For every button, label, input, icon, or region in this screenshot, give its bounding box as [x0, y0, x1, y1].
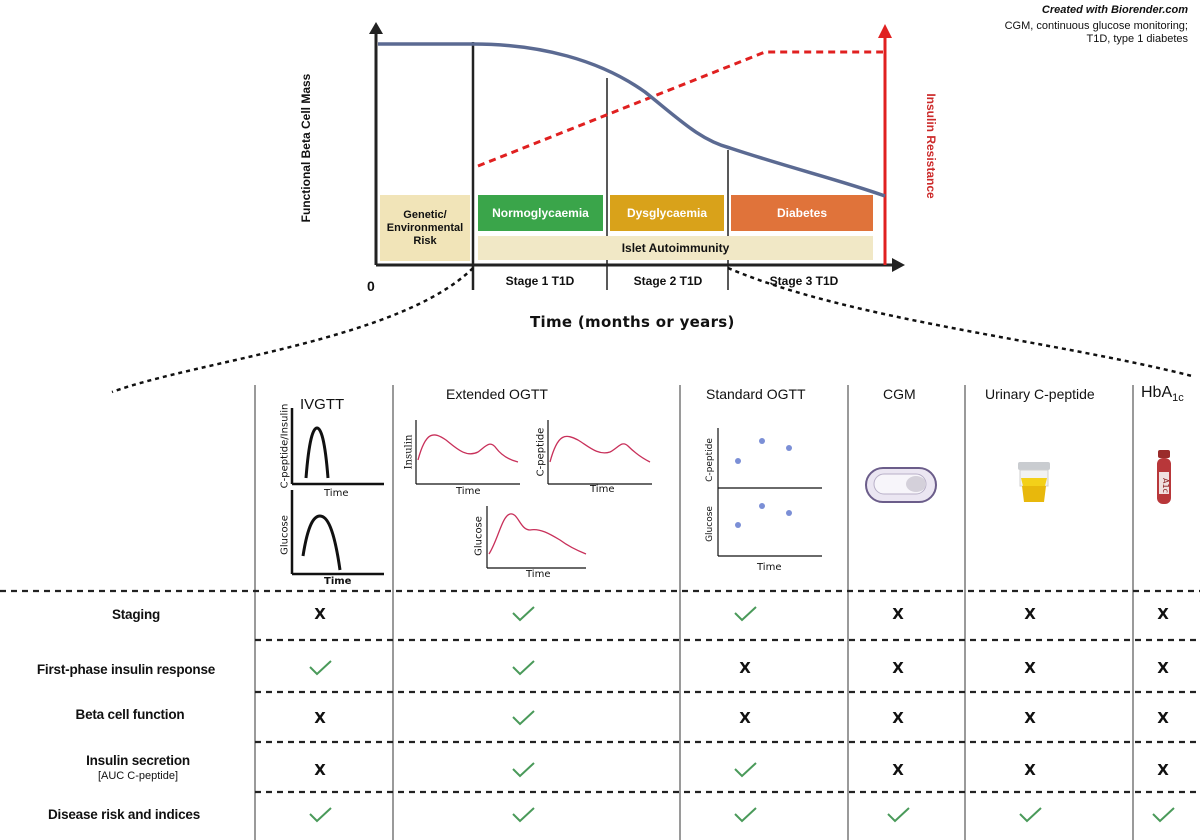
- checkmark-icon: [883, 805, 913, 825]
- genetic-risk-box: Genetic/ Environmental Risk: [380, 195, 470, 261]
- ext-ogtt-time-label-2: Time: [590, 484, 615, 495]
- checkmark-glyph: [1152, 807, 1175, 823]
- column-header-urinary-cpeptide: Urinary C-peptide: [985, 386, 1095, 402]
- biorender-credit: Created with Biorender.com: [1041, 4, 1188, 16]
- checkmark-glyph: [512, 710, 535, 726]
- hba1c-subscript: 1c: [1172, 392, 1184, 405]
- diabetes-box: Diabetes: [731, 195, 873, 231]
- checkmark-icon: [1015, 805, 1045, 825]
- blood-vial-icon: [1157, 450, 1171, 504]
- cgm-device-icon: [865, 467, 937, 503]
- x-mark-icon: X: [892, 605, 904, 623]
- checkmark-icon: [508, 805, 538, 825]
- checkmark-glyph: [734, 762, 757, 778]
- x-mark-icon: X: [314, 761, 326, 779]
- column-separators: [254, 385, 1134, 840]
- checkmark-glyph: [887, 807, 910, 823]
- checkmark-glyph: [512, 660, 535, 676]
- column-header-standard-ogtt: Standard OGTT: [706, 386, 806, 402]
- checkmark-glyph: [512, 807, 535, 823]
- checkmark-glyph: [734, 807, 757, 823]
- abbreviation-line-2: T1D, type 1 diabetes: [1086, 33, 1188, 45]
- urine-sample-icon: [1018, 462, 1050, 502]
- checkmark-icon: [508, 658, 538, 678]
- checkmark-glyph: [734, 606, 757, 622]
- std-ogtt-time-label: Time: [757, 562, 782, 573]
- std-ogtt-plot: [717, 428, 822, 557]
- x-mark-icon: X: [739, 709, 751, 727]
- checkmark-icon: [730, 805, 760, 825]
- ext-ogtt-time-label-1: Time: [456, 486, 481, 497]
- x-mark-icon: X: [1157, 761, 1169, 779]
- row-label-first-phase: First-phase insulin response: [36, 662, 216, 677]
- ext-ogtt-glucose-plot: [486, 506, 587, 569]
- row-label-staging: Staging: [111, 607, 161, 622]
- abbreviation-note: CGM, continuous glucose monitoring; T1D,…: [948, 20, 1188, 46]
- x-mark-icon: X: [1024, 659, 1036, 677]
- checkmark-glyph: [1019, 807, 1042, 823]
- x-mark-icon: X: [1024, 605, 1036, 623]
- checkmark-icon: [305, 658, 335, 678]
- ivgtt-time-label-2: Time: [324, 576, 352, 587]
- column-header-extended-ogtt: Extended OGTT: [446, 386, 548, 402]
- checkmark-glyph: [512, 762, 535, 778]
- zoom-line-left: [111, 267, 474, 394]
- y-axis-right-arrow: [878, 24, 892, 38]
- checkmark-glyph: [309, 807, 332, 823]
- ext-ogtt-cpeptide-plot: [547, 420, 652, 485]
- progression-diagram: [111, 22, 1193, 394]
- ivgtt-time-label-1: Time: [324, 488, 349, 499]
- checkmark-icon: [730, 760, 760, 780]
- x-mark-icon: X: [892, 709, 904, 727]
- checkmark-glyph: [309, 660, 332, 676]
- x-mark-icon: X: [314, 709, 326, 727]
- x-mark-icon: X: [314, 605, 326, 623]
- insulin-resistance-line: [477, 50, 883, 168]
- row-label-disease-risk: Disease risk and indices: [47, 807, 201, 822]
- dysglycaemia-box: Dysglycaemia: [610, 195, 724, 231]
- x-mark-icon: X: [1024, 761, 1036, 779]
- checkmark-icon: [305, 805, 335, 825]
- abbreviation-line-1: CGM, continuous glucose monitoring;: [1004, 20, 1188, 32]
- x-mark-icon: X: [1157, 605, 1169, 623]
- x-mark-icon: X: [892, 761, 904, 779]
- x-axis-label: Time (months or years): [530, 313, 735, 331]
- beta-cell-mass-curve: [378, 42, 886, 198]
- x-mark-icon: X: [1157, 659, 1169, 677]
- ext-ogtt-time-label-3: Time: [526, 569, 551, 580]
- checkmark-icon: [508, 760, 538, 780]
- x-mark-icon: X: [1024, 709, 1036, 727]
- y-axis-left-arrow: [369, 22, 383, 34]
- x-mark-icon: X: [1157, 709, 1169, 727]
- x-mark-icon: X: [739, 659, 751, 677]
- x-axis-arrow: [892, 258, 905, 272]
- stage-3-label: Stage 3 T1D: [769, 274, 839, 288]
- stage-2-label: Stage 2 T1D: [633, 274, 703, 288]
- row-separators: [0, 589, 1200, 794]
- checkmark-icon: [730, 604, 760, 624]
- x-mark-icon: X: [892, 659, 904, 677]
- stage-1-label: Stage 1 T1D: [505, 274, 575, 288]
- islet-autoimmunity-box: Islet Autoimmunity: [478, 236, 873, 260]
- ivgtt-glucose-plot: [290, 490, 384, 576]
- row-label-insulin-secretion: Insulin secretion: [86, 753, 190, 768]
- checkmark-icon: [1148, 805, 1178, 825]
- row-sublabel-auc: [AUC C-peptide]: [97, 770, 179, 782]
- checkmark-glyph: [512, 606, 535, 622]
- zoom-line-right: [727, 266, 1193, 378]
- ivgtt-insulin-plot: [290, 408, 384, 486]
- hba1c-main-text: HbA: [1141, 384, 1173, 401]
- column-header-ivgtt: IVGTT: [300, 396, 345, 413]
- row-label-beta-cell-function: Beta cell function: [75, 707, 185, 722]
- normoglycaemia-box: Normoglycaemia: [478, 195, 603, 231]
- column-header-cgm: CGM: [883, 386, 916, 402]
- column-header-hba1c: HbA1c: [1141, 384, 1184, 404]
- ext-ogtt-insulin-plot: [415, 420, 520, 485]
- origin-label: 0: [367, 278, 375, 294]
- checkmark-icon: [508, 604, 538, 624]
- checkmark-icon: [508, 708, 538, 728]
